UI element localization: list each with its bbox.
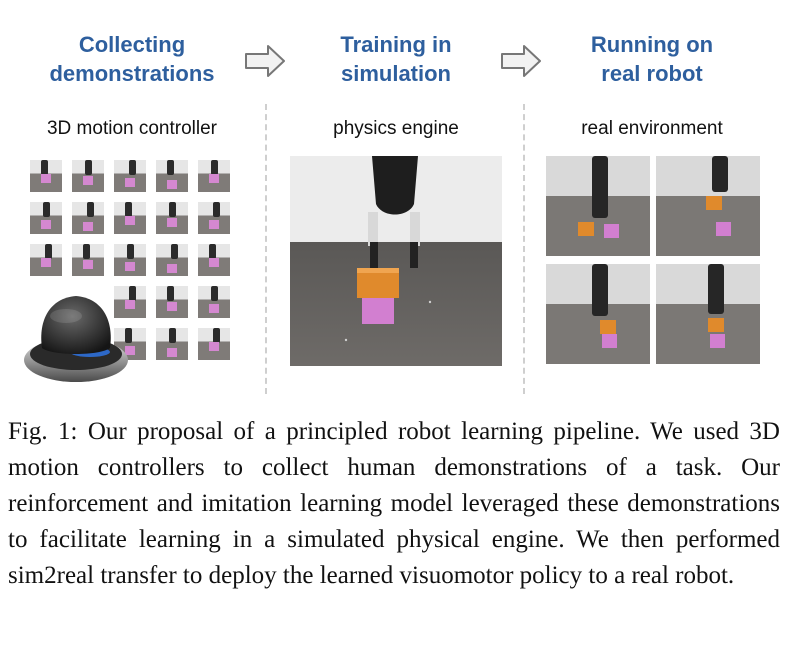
demonstration-thumbnail [156, 286, 188, 318]
demonstration-thumbnail [198, 328, 230, 360]
stage-title-collecting: Collecting demonstrations [49, 32, 215, 86]
demonstration-thumbnail [72, 160, 104, 192]
demonstration-thumbnail [30, 244, 62, 276]
subtitle-3d-motion-controller: 3D motion controller [46, 118, 218, 139]
demonstration-thumbnail [198, 202, 230, 234]
demonstration-thumbnail [72, 202, 104, 234]
figure-caption: Fig. 1: Our proposal of a principled rob… [8, 418, 780, 589]
demonstration-thumbnail [30, 202, 62, 234]
right-arrow-icon [501, 45, 541, 77]
demonstration-thumbnail [114, 160, 146, 192]
right-arrow-icon [245, 45, 285, 77]
dashed-divider [265, 104, 267, 394]
subtitle-physics-engine: physics engine [333, 118, 459, 139]
demonstration-thumbnail [198, 286, 230, 318]
stage-title-training: Training in simulation [340, 32, 452, 86]
demonstration-thumbnail [30, 160, 62, 192]
simulation-image [290, 156, 502, 366]
subtitle-real-environment: real environment [581, 118, 723, 139]
demonstration-thumbnail [72, 244, 104, 276]
real-robot-photo [546, 264, 650, 364]
real-robot-photo [546, 156, 650, 256]
demonstration-thumbnail [198, 244, 230, 276]
real-robot-photo [656, 156, 760, 256]
dashed-divider [523, 104, 525, 394]
demonstration-thumbnail [114, 202, 146, 234]
demonstration-thumbnail [156, 244, 188, 276]
stage-title-running: Running on real robot [590, 32, 714, 86]
3d-mouse-icon [24, 296, 128, 382]
demonstration-thumbnail [156, 160, 188, 192]
demonstration-thumbnail [156, 328, 188, 360]
real-robot-photo [656, 264, 760, 364]
demonstration-thumbnail [198, 160, 230, 192]
demonstration-thumbnail [114, 286, 146, 318]
demonstration-thumbnail [156, 202, 188, 234]
demonstration-thumbnail [114, 244, 146, 276]
